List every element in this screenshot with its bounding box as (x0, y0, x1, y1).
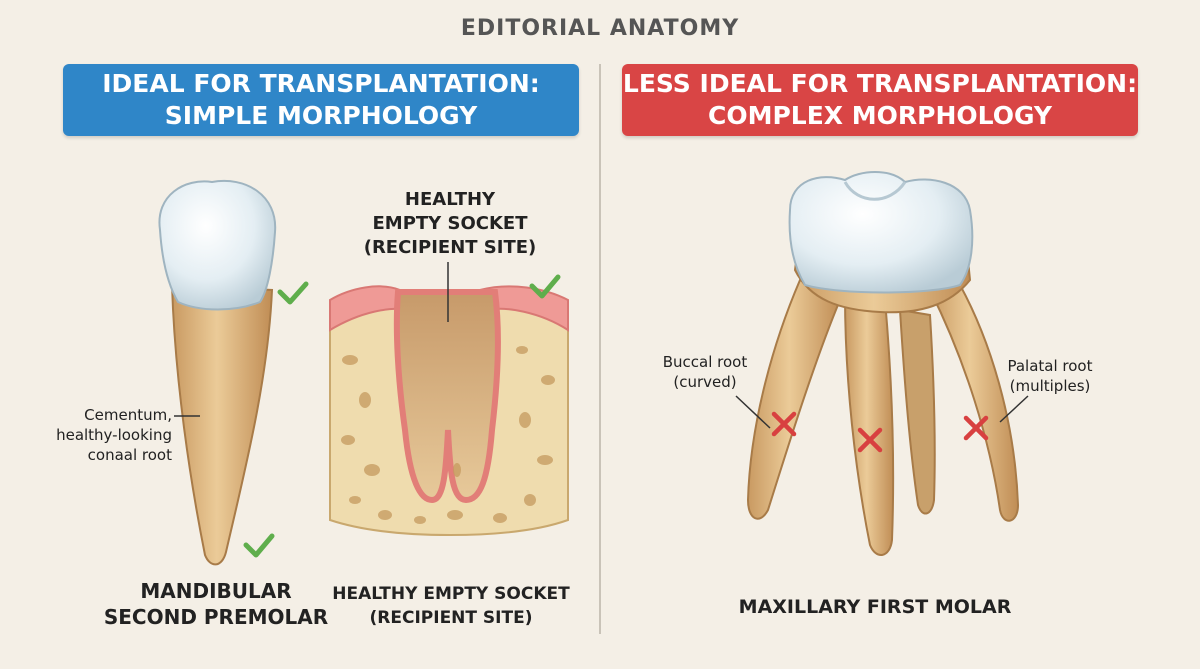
premolar-label-line2: SECOND PREMOLAR (103, 605, 329, 629)
premolar-root (170, 283, 274, 566)
premolar-note-line3: conaal root (87, 446, 172, 464)
ideal-banner: IDEAL FOR TRANSPLANTATION: SIMPLE MORPHO… (63, 64, 579, 136)
less-ideal-banner-line1: LESS IDEAL FOR TRANSPLANTATION: (622, 69, 1138, 98)
ideal-banner-line1: IDEAL FOR TRANSPLANTATION: (102, 69, 540, 98)
buccal-line1: Buccal root (662, 353, 748, 371)
palatal-root-note: Palatal root (multiples) (990, 356, 1110, 396)
molar-buccal-root (746, 278, 842, 520)
socket-label-line1: HEALTHY EMPTY SOCKET (332, 584, 570, 604)
buccal-root-note: Buccal root (curved) (650, 352, 760, 392)
check-icon (529, 274, 561, 299)
page-title: EDITORIAL ANATOMY (460, 16, 740, 41)
buccal-line2: (curved) (673, 373, 737, 391)
socket-label-line2: (RECIPIENT SITE) (369, 608, 533, 628)
molar-middle-root (843, 293, 895, 556)
socket-label: HEALTHY EMPTY SOCKET (RECIPIENT SITE) (328, 582, 574, 630)
cross-icon (771, 411, 797, 437)
molar-label: MAXILLARY FIRST MOLAR (738, 596, 1012, 618)
molar-cusp-groove (843, 181, 907, 201)
socket-illustration (329, 262, 569, 537)
bone-pores (341, 346, 555, 524)
panel-divider (599, 64, 601, 634)
molar-palatal-root (928, 283, 1020, 522)
check-icon (243, 533, 275, 558)
premolar-note-line1: Cementum, (84, 406, 172, 424)
premolar-tooth (158, 179, 277, 566)
premolar-crown (158, 179, 277, 311)
palatal-line2: (multiples) (1009, 377, 1091, 395)
molar-tooth (735, 171, 1029, 556)
check-icon (277, 281, 309, 305)
ideal-banner-line2: SIMPLE MORPHOLOGY (164, 101, 478, 130)
less-ideal-banner: LESS IDEAL FOR TRANSPLANTATION: COMPLEX … (622, 64, 1138, 136)
cross-icon (963, 415, 989, 441)
palatal-leader (999, 395, 1029, 423)
buccal-leader (735, 395, 771, 429)
socket-top-line1: HEALTHY (404, 189, 496, 210)
cross-icon (857, 427, 883, 453)
socket-top-label: HEALTHY EMPTY SOCKET (RECIPIENT SITE) (340, 188, 560, 260)
molar-back-root (898, 308, 936, 515)
palatal-line1: Palatal root (1007, 357, 1093, 375)
less-ideal-banner-line2: COMPLEX MORPHOLOGY (707, 101, 1053, 130)
premolar-note-line2: healthy-looking (56, 426, 172, 444)
premolar-label: MANDIBULAR SECOND PREMOLAR (96, 578, 336, 630)
premolar-note: Cementum, healthy-looking conaal root (50, 405, 172, 465)
socket-cavity (393, 289, 501, 504)
premolar-label-line1: MANDIBULAR (140, 579, 292, 603)
socket-top-line2: EMPTY SOCKET (372, 213, 528, 234)
socket-top-line3: (RECIPIENT SITE) (363, 237, 537, 258)
molar-crown (788, 171, 974, 294)
